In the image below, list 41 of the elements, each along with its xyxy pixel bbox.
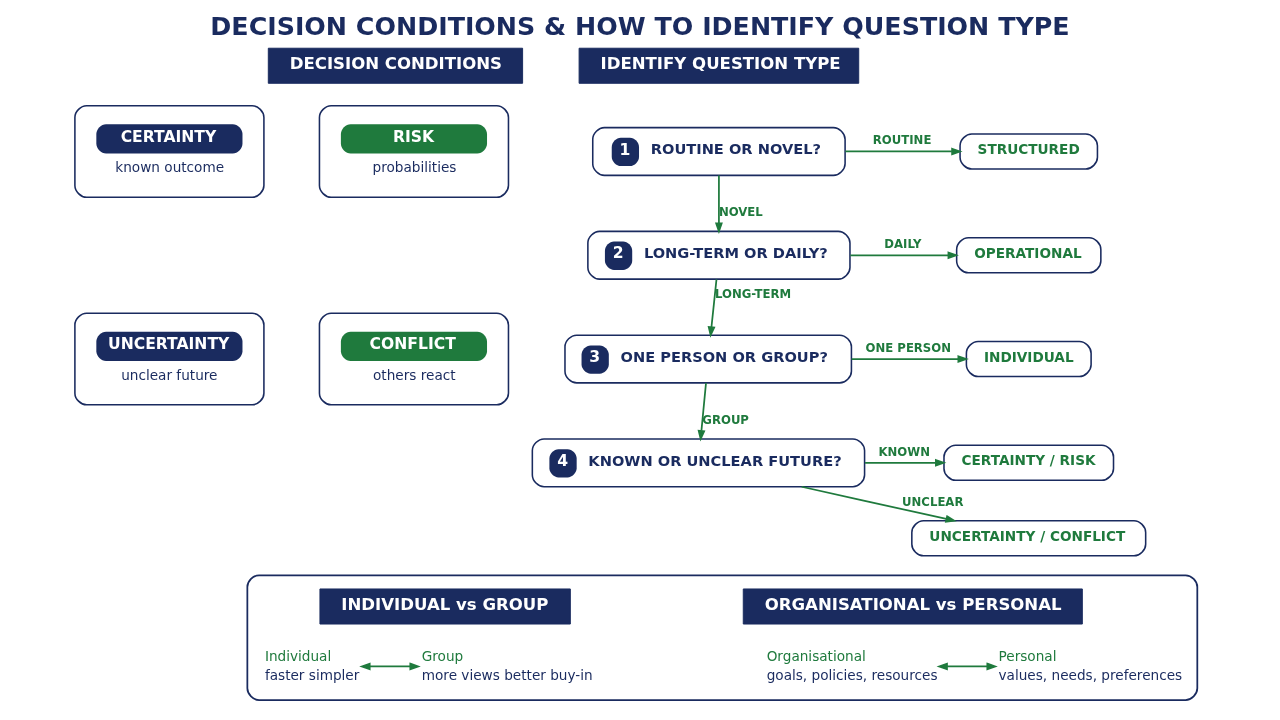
edge-label: ONE PERSON [865, 340, 952, 355]
node-box: CONFLICT others react [318, 312, 510, 406]
arrow [800, 485, 957, 523]
arrow [936, 662, 998, 671]
node-box: INDIVIDUAL [965, 340, 1092, 378]
node-text: Organisational goals, policies, resources [766, 647, 938, 684]
arrow [714, 174, 723, 234]
arrow [697, 382, 707, 442]
cluster [246, 574, 1199, 701]
arrow [864, 458, 947, 467]
arrow [844, 147, 963, 156]
node-box: UNCERTAINTY unclear future [74, 312, 265, 406]
node-box: STRUCTURED [959, 133, 1099, 170]
node-box: OPERATIONAL [955, 236, 1102, 274]
node-box: DECISION CONDITIONS [267, 47, 524, 84]
edge-label: ROUTINE [872, 133, 932, 148]
node-box: CERTAINTY / RISK [943, 444, 1115, 482]
node-box: RISK probabilities [318, 104, 510, 199]
node-box: IDENTIFY QUESTION TYPE [578, 47, 860, 84]
edge-label: LONG-TERM [715, 287, 792, 302]
edge-label: DAILY [884, 237, 922, 252]
arrow [707, 278, 718, 338]
node-box: INDIVIDUAL vs GROUP [319, 588, 571, 625]
node-text: Individual faster simpler [264, 647, 360, 684]
node-text: Personal values, needs, preferences [998, 647, 1183, 684]
edge-label: KNOWN [878, 444, 930, 459]
node-box: CERTAINTY known outcome [74, 104, 265, 199]
edge-label: UNCLEAR [902, 494, 964, 509]
node-text: Group more views better buy-in [421, 647, 593, 684]
node-box: 3 ONE PERSON OR GROUP? [564, 334, 853, 384]
node-box: 2 LONG-TERM OR DAILY? [587, 230, 851, 280]
diagram-title: DECISION CONDITIONS & HOW TO IDENTIFY QUESTION TYPE [210, 11, 1070, 42]
node-box: UNCERTAINTY / CONFLICT [911, 520, 1147, 557]
node-box: 4 KNOWN OR UNCLEAR FUTURE? [531, 438, 866, 488]
arrow [849, 251, 959, 260]
edge-label: NOVEL [718, 205, 763, 220]
node-box: ORGANISATIONAL vs PERSONAL [742, 588, 1083, 625]
edge-label: GROUP [702, 412, 749, 427]
arrow [359, 662, 421, 671]
node-box: 1 ROUTINE OR NOVEL? [591, 126, 846, 177]
arrow [850, 355, 969, 363]
